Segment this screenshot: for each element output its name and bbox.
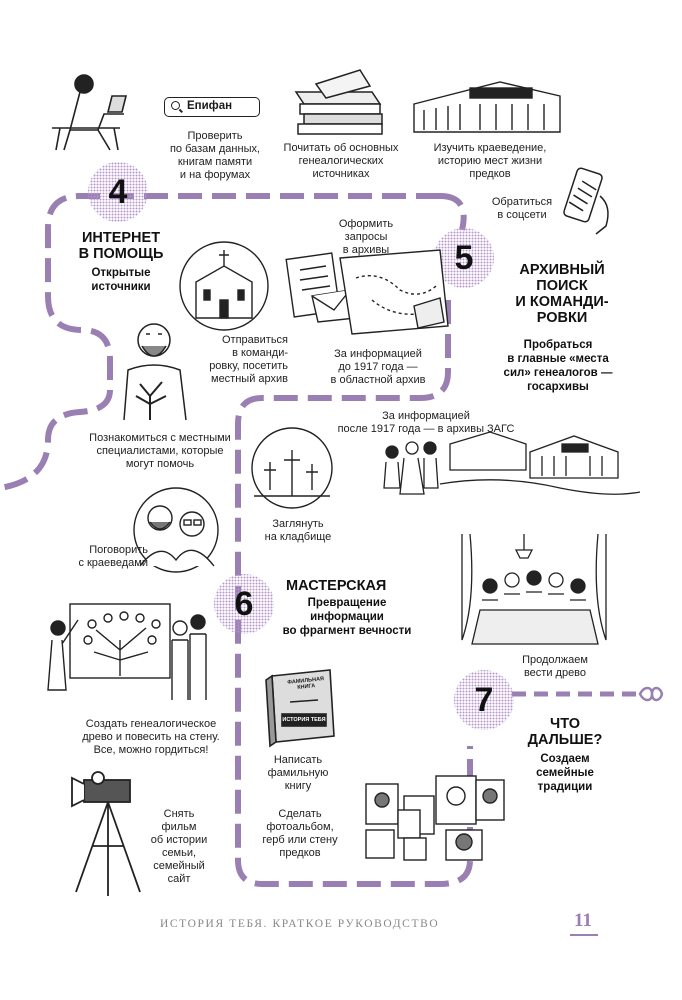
page-number-underline — [570, 934, 598, 936]
caption-social: Обратиться в соцсети — [491, 196, 553, 221]
caption-tree: Создать генеалогическое древо и повесить… — [82, 718, 220, 756]
search-input[interactable]: Епифан — [164, 97, 260, 117]
family-tree-board-illustration — [47, 603, 207, 700]
step-number-5: 5 — [454, 239, 474, 277]
caption-film: Снять фильм об истории семьи, семейный с… — [150, 808, 208, 885]
step-number-7: 7 — [474, 681, 494, 719]
section4-heading: ИНТЕРНЕТ В ПОМОЩЬ — [78, 230, 164, 262]
section5-heading: АРХИВНЫЙ ПОИСК И КОМАНДИ- РОВКИ — [515, 262, 609, 326]
caption-book: Написать фамильную книгу — [267, 754, 329, 792]
library-building-illustration — [413, 81, 561, 133]
dashed-route-path — [0, 193, 440, 491]
caption-trip: Отправиться в команди- ровку, посетить м… — [209, 334, 288, 385]
caption-continue-tree: Продолжаем вести древо — [522, 654, 588, 679]
specialist-man-illustration — [123, 323, 187, 421]
infinity-icon — [638, 686, 664, 702]
search-input-value: Епифан — [187, 100, 233, 112]
caption-zags: За информацией после 1917 года — в архив… — [337, 410, 515, 435]
phone-hand-illustration — [563, 167, 609, 235]
caption-regional-archive: За информацией до 1917 года — в областно… — [330, 348, 426, 386]
page-number: 11 — [574, 910, 592, 931]
woman-laptop-illustration — [52, 74, 128, 151]
caption-album: Сделать фотоальбом, герб или стену предк… — [262, 808, 338, 859]
section5-subheading: Пробраться в главные «места сил» генеало… — [503, 339, 613, 393]
blob-7 — [454, 670, 514, 730]
section6-subheading: Превращение информации во фрагмент вечно… — [282, 597, 412, 637]
church-circle-illustration — [179, 241, 269, 331]
section7-heading: ЧТО ДАЛЬШЕ? — [527, 716, 603, 748]
books-illustration — [294, 69, 383, 135]
section4-subheading: Открытые источники — [91, 267, 151, 293]
caption-historians: Поговорить с краеведами — [78, 544, 148, 569]
blob-4 — [88, 162, 148, 222]
caption-cemetery: Заглянуть на кладбище — [264, 518, 332, 543]
running-title: ИСТОРИЯ ТЕБЯ. КРАТКОЕ РУКОВОДСТВО — [160, 918, 440, 930]
photo-wall-illustration — [365, 775, 505, 861]
section6-heading: МАСТЕРСКАЯ — [286, 578, 387, 594]
caption-specialists: Познакомиться с местными специалистами, … — [89, 432, 231, 470]
documents-map-illustration — [285, 249, 449, 335]
cemetery-circle-illustration — [251, 427, 333, 509]
section7-subheading: Создаем семейные традиции — [536, 753, 594, 793]
step-number-6: 6 — [234, 585, 254, 623]
step-number-4: 4 — [108, 173, 128, 211]
caption-sources: Почитать об основных генеалогических ист… — [283, 142, 399, 180]
caption-local-history: Изучить краеведение, историю мест жизни … — [433, 142, 547, 180]
search-icon — [171, 101, 180, 110]
caption-databases: Проверить по базам данных, книгам памяти… — [169, 130, 261, 181]
family-book-illustration — [265, 669, 335, 748]
family-dinner-illustration — [456, 530, 612, 648]
dashed-route-path-5 — [235, 193, 473, 887]
blob-5 — [434, 228, 494, 288]
caption-requests: Оформить запросы в архивы — [338, 218, 394, 256]
blob-6 — [214, 574, 274, 634]
zags-scene-illustration — [383, 431, 641, 495]
historians-circle-illustration — [133, 487, 219, 573]
book-cover-subtitle: ИСТОРИЯ ТЕБЯ — [282, 717, 326, 723]
camera-tripod-illustration — [71, 771, 141, 896]
